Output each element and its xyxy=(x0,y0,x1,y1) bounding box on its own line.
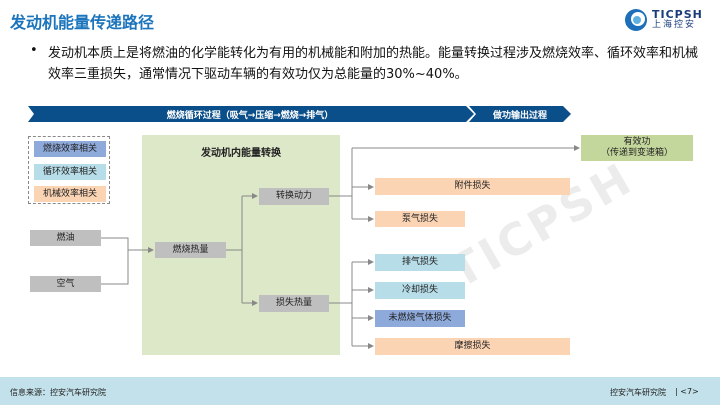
bullet-marker: • xyxy=(30,43,38,58)
node-air: 空气 xyxy=(30,276,101,292)
node-useful-work: 有效功 （传递到变速箱） xyxy=(581,135,693,161)
banner-output: 做功输出过程 xyxy=(492,110,547,121)
summary-bullet: • 发动机本质上是将燃油的化学能转化为有用的机械能和附加的热能。能量转换过程涉及… xyxy=(30,43,698,82)
useful-work-sublabel: （传递到变速箱） xyxy=(600,148,673,158)
legend-cycle-efficiency: 循环效率相关 xyxy=(34,164,106,180)
node-heat-loss: 损失热量 xyxy=(259,295,329,312)
banner-output-shape xyxy=(469,106,571,122)
legend xyxy=(28,136,110,204)
node-exhaust-loss: 排气损失 xyxy=(375,254,465,271)
summary-text: 发动机本质上是将燃油的化学能转化为有用的机械能和附加的热能。能量转换过程涉及燃烧… xyxy=(48,46,699,82)
node-fuel: 燃油 xyxy=(30,230,101,246)
page-number: | <7> xyxy=(675,387,699,396)
node-converted-power: 转换动力 xyxy=(259,188,329,205)
node-friction-loss: 摩擦损失 xyxy=(375,338,570,355)
node-cooling-loss: 冷却损失 xyxy=(375,282,465,299)
legend-mechanical-efficiency: 机械效率相关 xyxy=(34,186,106,202)
engine-panel-title: 发动机内能量转换 xyxy=(201,148,281,159)
banner-combustion-shape xyxy=(28,106,474,122)
footer-source: 信息来源：控安汽车研究院 xyxy=(10,388,106,397)
logo-text-cn: 上海控安 xyxy=(652,20,697,30)
useful-work-label: 有效功 xyxy=(623,137,651,147)
footer-org: 控安汽车研究院 xyxy=(610,388,666,397)
logo-swirl-icon xyxy=(625,9,647,31)
node-unburned-gas-loss: 未燃烧气体损失 xyxy=(375,310,465,327)
footer: 信息来源：控安汽车研究院 控安汽车研究院 | <7> xyxy=(0,377,720,405)
banner-combustion: 燃烧循环过程（吸气→压缩→燃烧→排气） xyxy=(166,110,334,121)
legend-combustion-efficiency: 燃烧效率相关 xyxy=(34,141,106,157)
node-accessory-loss: 附件损失 xyxy=(375,178,570,195)
node-pump-loss: 泵气损失 xyxy=(375,211,465,227)
node-combustion-heat: 燃烧热量 xyxy=(155,242,226,258)
page-title: 发动机能量传递路径 xyxy=(10,13,155,32)
logo-text-en: TICPSH xyxy=(652,8,703,21)
